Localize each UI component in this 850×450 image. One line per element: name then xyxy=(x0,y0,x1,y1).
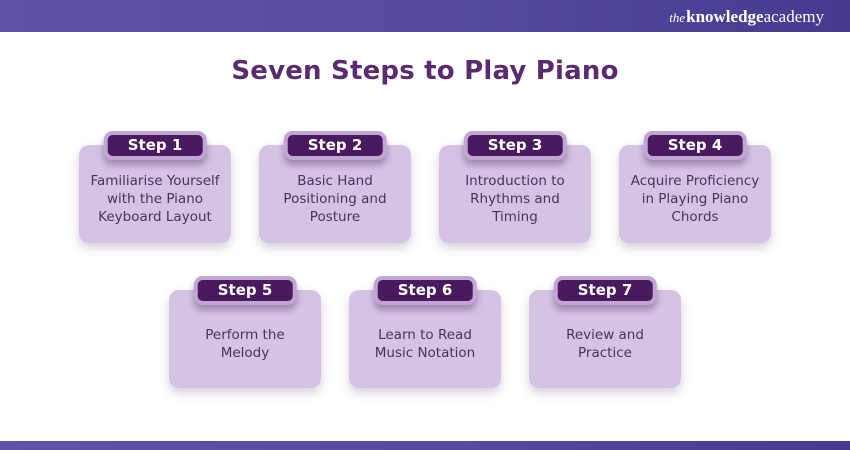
logo-word-the: the xyxy=(669,9,686,25)
step-card-3: Step 3 Introduction to Rhythms and Timin… xyxy=(439,131,591,243)
step-card-7: Step 7 Review and Practice xyxy=(529,276,681,388)
step-description-1: Familiarise Yourself with the Piano Keyb… xyxy=(90,173,220,225)
step-badge-5: Step 5 xyxy=(193,276,297,305)
header-bar: theknowledgeacademy xyxy=(0,0,850,32)
step-description-3: Introduction to Rhythms and Timing xyxy=(465,173,565,225)
logo-word-knowledge: knowledge xyxy=(686,6,764,26)
step-description-7: Review and Practice xyxy=(566,327,644,361)
step-badge-1: Step 1 xyxy=(103,131,207,160)
steps-row-1: Step 1 Familiarise Yourself with the Pia… xyxy=(0,131,850,243)
step-description-6: Learn to Read Music Notation xyxy=(374,327,476,361)
step-description-4: Acquire Proficiency in Playing Piano Cho… xyxy=(630,173,760,225)
step-badge-7: Step 7 xyxy=(553,276,657,305)
steps-row-2: Step 5 Perform the Melody Step 6 Learn t… xyxy=(0,276,850,388)
step-badge-6: Step 6 xyxy=(373,276,477,305)
step-badge-4: Step 4 xyxy=(643,131,747,160)
page-title: Seven Steps to Play Piano xyxy=(231,56,619,86)
step-card-4: Step 4 Acquire Proficiency in Playing Pi… xyxy=(619,131,771,243)
step-badge-2: Step 2 xyxy=(283,131,387,160)
footer-bar xyxy=(0,441,850,450)
step-card-2: Step 2 Basic Hand Positioning and Postur… xyxy=(259,131,411,243)
step-badge-3: Step 3 xyxy=(463,131,567,160)
step-description-5: Perform the Melody xyxy=(205,327,285,361)
step-card-5: Step 5 Perform the Melody xyxy=(169,276,321,388)
step-card-1: Step 1 Familiarise Yourself with the Pia… xyxy=(79,131,231,243)
logo-word-academy: academy xyxy=(763,6,824,26)
step-card-6: Step 6 Learn to Read Music Notation xyxy=(349,276,501,388)
brand-logo: theknowledgeacademy xyxy=(669,8,824,25)
step-description-2: Basic Hand Positioning and Posture xyxy=(283,173,387,225)
